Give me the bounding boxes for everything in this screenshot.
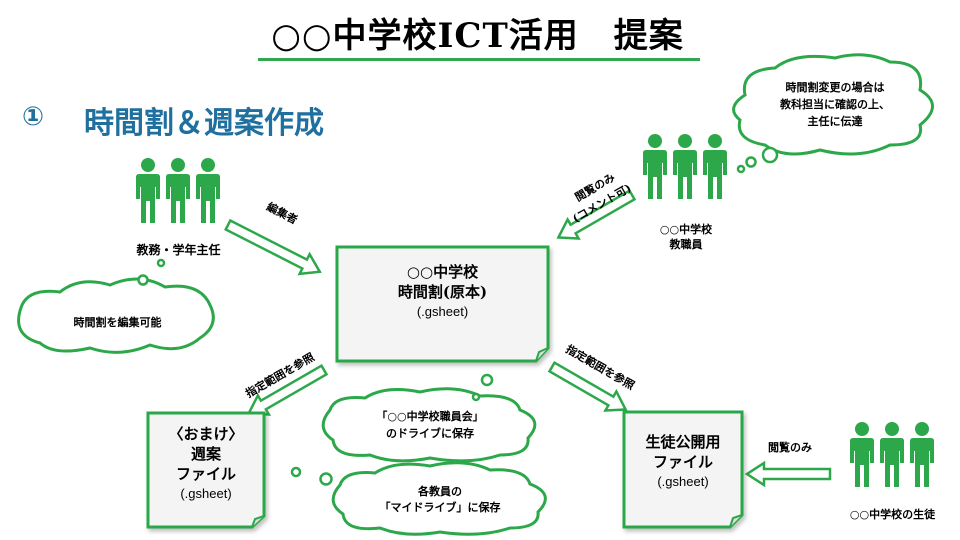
bubble-shared-line1: 「○○中学校職員会」 <box>376 410 484 423</box>
students-label: ○○中学校の生徒 <box>849 508 936 521</box>
teachers-people-icon <box>643 134 727 199</box>
bubble-change-line2: 教科担当に確認の上、 <box>780 98 890 111</box>
arrow-range-left <box>246 363 329 416</box>
arrow-view-only <box>744 460 832 488</box>
bubble-change-line1: 時間割変更の場合は <box>785 81 885 94</box>
doc-main-ext: (.gsheet) <box>416 304 469 319</box>
cloud-my-drive <box>331 461 547 536</box>
bubble-mydrive-line2: 「マイドライブ」に保存 <box>379 501 501 514</box>
doc-weekly-text: 〈おまけ〉 週案 ファイル (.gsheet) <box>150 424 262 504</box>
staff-office-people-icon <box>136 158 220 223</box>
arrow-view-comment <box>556 188 637 240</box>
doc-public-text: 生徒公開用 ファイル (.gsheet) <box>626 432 740 492</box>
bubble-tail-dots <box>137 146 779 486</box>
doc-public-line2: ファイル <box>652 453 713 471</box>
staff-office-label: 教務・学年主任 <box>136 243 221 257</box>
cloud-change-note <box>732 53 934 156</box>
doc-main-line1: ○○中学校 <box>406 263 479 281</box>
cloud-can-edit <box>17 277 215 354</box>
title-underline <box>258 58 700 61</box>
doc-weekly-line1: 〈おまけ〉 <box>168 425 244 443</box>
doc-public-ext: (.gsheet) <box>657 474 709 489</box>
doc-weekly-line3: ファイル <box>175 465 236 483</box>
doc-weekly-plan <box>146 411 266 529</box>
doc-weekly-line2: 週案 <box>190 445 221 463</box>
doc-student-public <box>622 410 744 529</box>
arrow-range-right <box>547 360 628 412</box>
doc-main-timetable <box>335 245 550 363</box>
section-title: 時間割＆週案作成 <box>84 106 324 141</box>
doc-public-line1: 生徒公開用 <box>645 433 721 451</box>
page-title: ○○中学校ICT活用 提案 <box>271 16 684 56</box>
cloud-shared-drive <box>321 387 537 463</box>
doc-main-text: ○○中学校 時間割(原本) (.gsheet) <box>340 262 545 322</box>
doc-main-line2: 時間割(原本) <box>397 283 488 301</box>
students-people-icon <box>850 422 934 487</box>
bubble-change-line3: 主任に伝達 <box>807 115 863 128</box>
teachers-label-line2: 教職員 <box>669 238 703 251</box>
arrow-view-only-label: 閲覧のみ <box>768 441 812 454</box>
section-number: ① <box>22 102 45 132</box>
bubble-can-edit-text: 時間割を編集可能 <box>73 316 162 329</box>
teachers-label-line1: ○○中学校 <box>659 223 713 236</box>
bubble-mydrive-line1: 各教員の <box>418 485 462 498</box>
arrow-editor <box>224 218 322 276</box>
bubble-shared-line2: のドライブに保存 <box>386 427 474 440</box>
doc-weekly-ext: (.gsheet) <box>180 486 232 501</box>
